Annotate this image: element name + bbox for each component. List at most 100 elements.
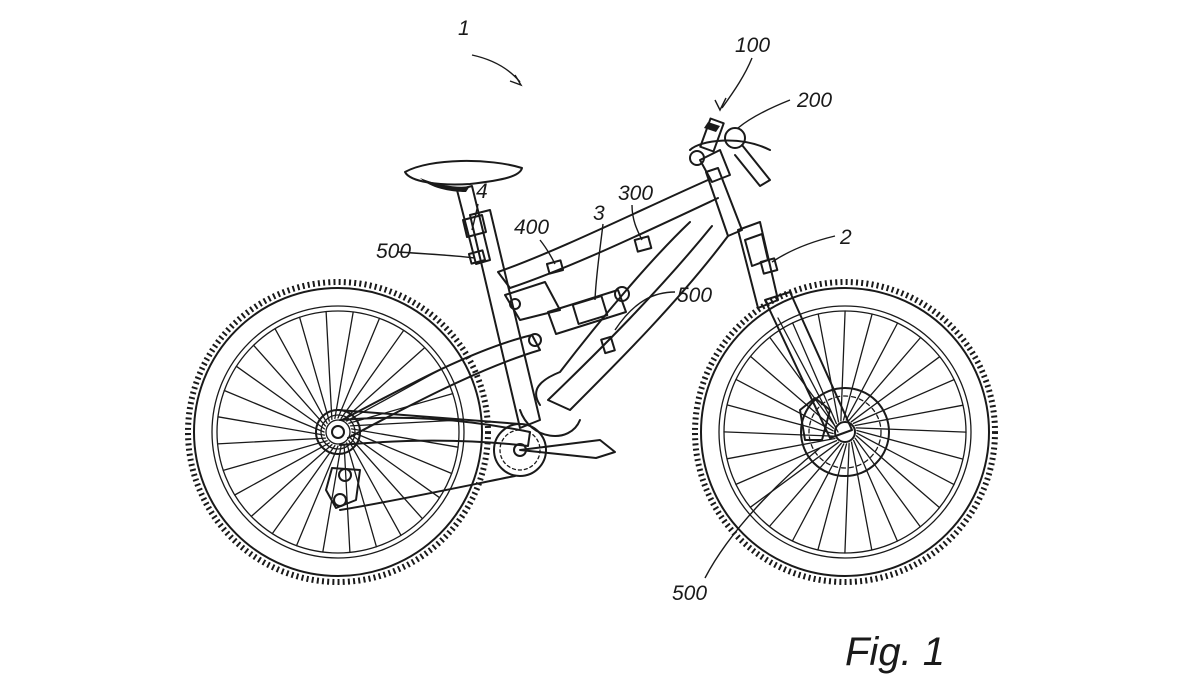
front-rim-outer [718,305,972,559]
seat-tube [469,209,541,429]
spoke [350,428,459,448]
spoke [346,442,378,548]
brake-rotor [800,387,890,477]
spoke [235,365,326,430]
frame-sensor [633,235,653,253]
spoke [791,443,845,542]
spoke [252,344,327,427]
shock-sensor [600,335,616,355]
pivot-bolt [528,333,542,347]
spoke [855,427,967,433]
rear-rim-outer [211,305,465,559]
rear-tire [193,287,483,577]
spoke [340,329,405,420]
saddle [404,159,523,186]
rear-derailleur [325,467,361,509]
ref-frame-sensor: 300 [618,182,653,205]
rear-tire-tread [185,279,491,585]
spoke [351,431,453,475]
spoke [726,437,836,460]
fork-sensor [759,257,779,275]
spoke [852,439,899,542]
ref-frame-module: 400 [514,216,549,239]
frame [339,167,743,447]
spoke [749,441,840,508]
spoke [852,378,955,425]
spoke [234,442,330,496]
spoke [349,419,460,427]
ref-fork-sensor: 500 [672,582,707,605]
spoke [343,346,426,421]
ref-control-unit: 200 [796,89,832,112]
front-spokes [723,310,967,554]
spoke [274,328,328,424]
spoke [856,429,964,460]
rear-axle [331,425,345,439]
head-tube [705,167,743,237]
spoke [791,322,838,425]
rear-rim-inner [216,310,460,554]
spoke [337,317,381,419]
rear-spokes [216,310,460,554]
spoke [325,310,333,421]
front-axle [834,421,856,443]
leader-lines [397,54,836,579]
ref-handlebar-system: 100 [735,34,770,57]
spoke [223,389,325,433]
drivetrain [325,409,616,511]
handlebar [689,139,771,151]
spoke [856,432,955,486]
crank-arm [519,439,616,459]
spoke [817,443,848,551]
spoke [295,445,339,547]
spoke [348,440,402,536]
spoke [334,311,354,420]
cockpit [689,117,771,187]
brake-lever [734,144,771,187]
spoke [769,336,836,427]
chain-top [337,409,521,425]
fork-lower [764,291,853,439]
spoke [271,444,336,535]
figure-caption: Fig. 1 [845,630,945,674]
down-tube [547,225,729,411]
front-wheel [692,279,998,585]
front-tire [700,287,990,577]
chain-stay [339,416,531,447]
top-tube [497,179,719,289]
suspension-fork [737,221,853,439]
ref-bicycle: 1 [458,17,470,40]
ref-shock-sensor: 500 [677,284,712,307]
spoke [850,441,873,551]
spoke [216,437,327,445]
control-unit [724,127,746,149]
ref-seatpost-sensor: 500 [376,240,411,263]
frame-module [545,259,565,275]
seatpost-sensor [467,249,487,265]
spoke [217,416,326,436]
spoke [854,437,921,528]
rear-wheel [185,279,491,585]
spoke [845,322,899,421]
spoke [768,442,842,528]
ref-fork: 2 [839,226,852,249]
control-display [699,117,725,153]
ref-shock: 3 [593,202,605,225]
stem [699,149,731,183]
spoke [817,313,840,423]
spoke [723,431,835,437]
spoke [854,404,964,427]
chain-bottom [339,475,516,511]
spoke [726,404,834,435]
spoke [840,310,846,422]
rear-shock [547,286,630,355]
spoke [349,437,424,520]
rocker-link [504,281,561,321]
spoke [222,440,328,472]
spoke [298,316,330,422]
seatpost-assembly [404,159,523,265]
spoke [842,313,873,421]
spoke [848,336,922,422]
spoke [850,356,941,423]
